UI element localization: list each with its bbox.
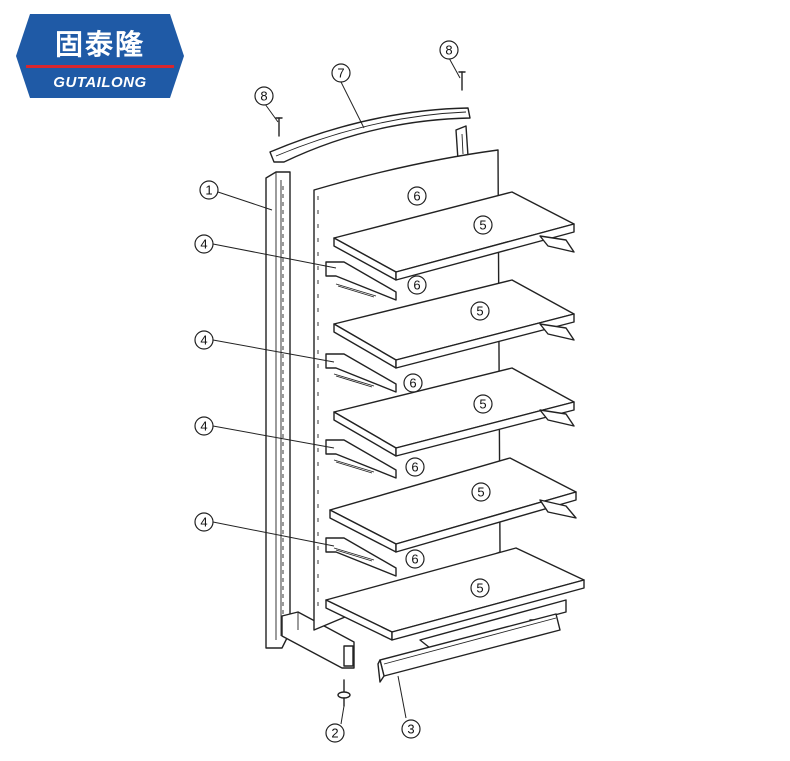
logo-red-stripe [26,65,174,68]
callout-3: 3 [401,719,421,739]
bracket-2 [325,353,397,393]
callout-2-label: 2 [331,726,338,741]
bracket-1 [325,261,397,301]
shelf-3 [333,367,575,457]
callout-6a: 6 [407,186,427,206]
base-foot [281,611,355,669]
callout-5b-label: 5 [476,304,483,319]
callout-1-label: 1 [205,183,212,198]
callout-6c-label: 6 [409,376,416,391]
screw-right [458,71,466,91]
callout-5c: 5 [473,394,493,414]
callout-6d: 6 [405,457,425,477]
shelf-4 [329,457,577,553]
top-canopy [269,107,471,163]
logo-chinese-name: 固泰隆 [55,28,145,61]
callout-4c: 4 [194,416,214,436]
callout-4d-label: 4 [200,515,207,530]
callout-4a-label: 4 [200,237,207,252]
callout-6b-label: 6 [413,278,420,293]
callout-6e-label: 6 [411,552,418,567]
shelf-1 [333,191,575,281]
callout-8b-label: 8 [445,43,452,58]
shelf-2 [333,279,575,369]
callout-7-label: 7 [337,66,344,81]
callout-5e-label: 5 [476,581,483,596]
callout-1: 1 [199,180,219,200]
shelf-5-base [325,547,585,649]
callout-5d: 5 [471,482,491,502]
gutailong-logo: 固泰隆 GUTAILONG [16,14,184,98]
callout-3-label: 3 [407,722,414,737]
callout-5a: 5 [473,215,493,235]
screw-left [275,117,283,137]
callout-2: 2 [325,723,345,743]
foot-bolt [337,679,351,707]
callout-5e: 5 [470,578,490,598]
callout-4d: 4 [194,512,214,532]
callout-4c-label: 4 [200,419,207,434]
callout-8b: 8 [439,40,459,60]
logo-background [16,14,184,98]
callout-6a-label: 6 [413,189,420,204]
callout-6d-label: 6 [411,460,418,475]
callout-4b-label: 4 [200,333,207,348]
upright-post [265,171,291,649]
logo-english-name: GUTAILONG [53,74,146,91]
callout-4b: 4 [194,330,214,350]
callout-8a-label: 8 [260,89,267,104]
callout-8a: 8 [254,86,274,106]
kick-plate [377,613,561,683]
bracket-3 [325,439,397,479]
callout-6e: 6 [405,549,425,569]
callout-5b: 5 [470,301,490,321]
callout-5a-label: 5 [479,218,486,233]
bracket-4 [325,537,397,577]
leader-lines [212,57,461,725]
callout-6c: 6 [403,373,423,393]
callout-5c-label: 5 [479,397,486,412]
callout-7: 7 [331,63,351,83]
callout-5d-label: 5 [477,485,484,500]
callout-6b: 6 [407,275,427,295]
callout-4a: 4 [194,234,214,254]
